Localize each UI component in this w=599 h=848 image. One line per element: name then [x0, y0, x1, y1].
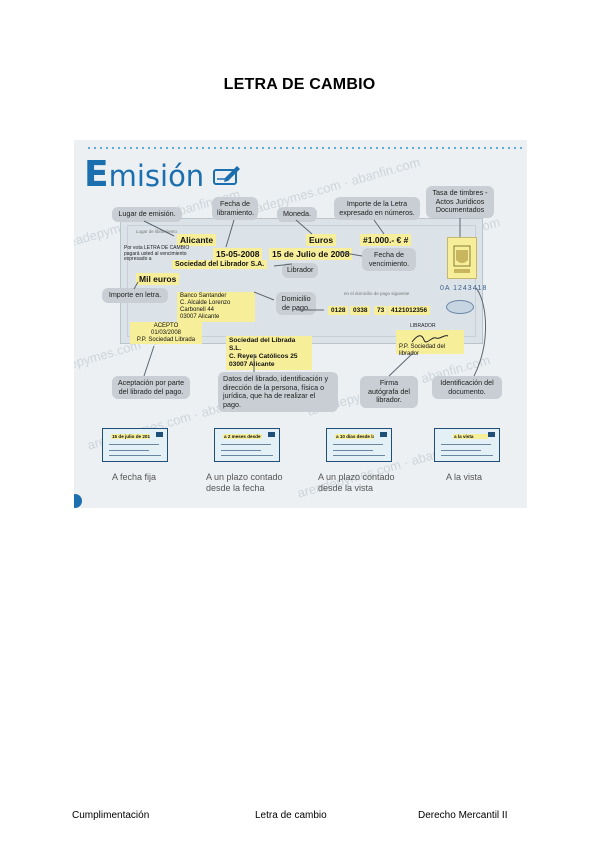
doc-due-date: 15 de Julio de 2008 — [269, 248, 353, 260]
line — [109, 450, 149, 451]
doc-account-office: 0338 — [350, 306, 371, 315]
doc-drawee-address: C. Reyes Católicos 25 — [229, 353, 298, 360]
doc-acceptance-date: 01/03/2008 — [150, 330, 182, 336]
example-label: A la vista — [446, 472, 483, 482]
doc-account-entity: 0128 — [328, 306, 349, 315]
example-label: A fecha fija — [112, 472, 157, 482]
example-check: a 10 días desde la vista — [326, 428, 392, 462]
stamp-seal-icon — [447, 237, 477, 279]
doc-acceptance-sign: P.P. Sociedad Librada — [136, 337, 196, 343]
pen-icon — [213, 166, 240, 185]
callout-importe-numeros: Importe de la Letra expresado en números… — [334, 197, 420, 221]
callout-firma: Firma autógrafa del librador. — [360, 376, 418, 408]
footer-center: Letra de cambio — [255, 810, 327, 821]
doc-drawee-name: Sociedad del Librada S.L. — [229, 337, 296, 352]
callout-datos-librado: Datos del librado, identificación y dire… — [218, 372, 338, 413]
doc-amount-words: Mil euros — [136, 273, 180, 285]
doc-bank-address: C. Alcalde Lorenzo Carbonell 44 — [180, 300, 231, 313]
doc-payee: Sociedad del Librador S.A. — [172, 260, 268, 269]
chip-icon — [268, 432, 275, 437]
example-label: A un plazo contado desde la fecha — [206, 472, 283, 493]
footer-right: Derecho Mercantil II — [418, 810, 508, 821]
doc-drawer-label: LIBRADOR — [410, 323, 436, 329]
doc-drawee: Sociedad del Librada S.L. C. Reyes Catól… — [226, 336, 312, 370]
doc-account-dc: 73 — [374, 306, 388, 315]
example-field: a 10 días desde la vista — [335, 434, 374, 439]
doc-bank-city: 03007 Alicante — [180, 314, 220, 320]
line — [441, 444, 491, 445]
line — [441, 450, 481, 451]
line — [221, 450, 261, 451]
callout-moneda: Moneda. — [277, 207, 317, 222]
doc-header-small: Lugar de libramiento — [136, 229, 178, 234]
dotted-divider — [86, 146, 522, 150]
line — [109, 444, 159, 445]
example-check: a la vista — [434, 428, 500, 462]
example-field: a la vista — [453, 434, 488, 439]
line — [333, 455, 385, 456]
callout-vencimiento: Fecha de vencimiento. — [362, 248, 416, 272]
callout-lugar: Lugar de emisión. — [112, 207, 182, 222]
letra-emision-figure: areadepymes.com · abanfin.com areadepyme… — [74, 140, 527, 508]
doc-pay-line: Por esta LETRA DE CAMBIO pagará usted al… — [124, 245, 190, 262]
callout-identificacion: Identificación del documento. — [432, 376, 502, 400]
doc-bank: Banco Santander C. Alcalde Lorenzo Carbo… — [177, 292, 255, 322]
line — [221, 444, 271, 445]
page-dot — [74, 494, 82, 508]
doc-payment-note: en el domicilio de pago siguiente — [344, 291, 410, 296]
doc-drawer-sign: P.P. Sociedad del librador — [399, 344, 446, 357]
callout-tasa: Tasa de timbres - Actos Jurídicos Docume… — [426, 186, 494, 218]
doc-code: 0A 1243418 — [440, 285, 488, 292]
doc-account-number: 4121012356 — [388, 306, 431, 315]
doc-drawee-city: 03007 Alicante — [229, 361, 275, 368]
chip-icon — [380, 432, 387, 437]
line — [221, 455, 273, 456]
footer-left: Cumplimentación — [72, 810, 150, 821]
page-title: LETRA DE CAMBIO — [223, 76, 376, 93]
example-label: A un plazo contado desde la vista — [318, 472, 395, 493]
chip-icon — [488, 432, 495, 437]
callout-aceptacion: Aceptación por parte del librado del pag… — [112, 376, 190, 400]
doc-currency: Euros — [306, 234, 337, 246]
watermark-seal-icon — [446, 300, 474, 314]
coat-of-arms-icon — [453, 245, 471, 273]
doc-issue-date: 15-05-2008 — [213, 248, 263, 260]
doc-place: Alicante — [177, 234, 217, 246]
line — [441, 455, 493, 456]
example-check: a 2 meses desde fecha — [214, 428, 280, 462]
example-check: 15 de julio de 2013 — [102, 428, 168, 462]
emision-heading-text: misión — [108, 159, 205, 193]
example-field: 15 de julio de 2013 — [111, 434, 150, 439]
callout-domicilio: Domicilio de pago. — [276, 292, 316, 316]
chip-icon — [156, 432, 163, 437]
callout-librador: Librador — [282, 263, 318, 278]
doc-acceptance-label: ACEPTO — [153, 323, 179, 329]
doc-bank-name: Banco Santander — [180, 293, 227, 299]
line — [333, 450, 373, 451]
callout-arrows — [133, 218, 486, 377]
emision-heading: Emisión — [84, 154, 205, 195]
line — [333, 444, 383, 445]
line — [109, 455, 161, 456]
doc-amount: #1.000.- € # — [360, 234, 412, 246]
callout-importe-letra: Importe en letra. — [102, 288, 168, 303]
doc-drawer-sign-box: P.P. Sociedad del librador — [396, 330, 464, 357]
doc-acceptance: ACEPTO 01/03/2008 P.P. Sociedad Librada — [130, 322, 202, 344]
example-field: a 2 meses desde fecha — [223, 434, 262, 439]
signature-icon — [411, 335, 449, 343]
callout-fecha-libramiento: Fecha de libramiento. — [212, 197, 258, 221]
